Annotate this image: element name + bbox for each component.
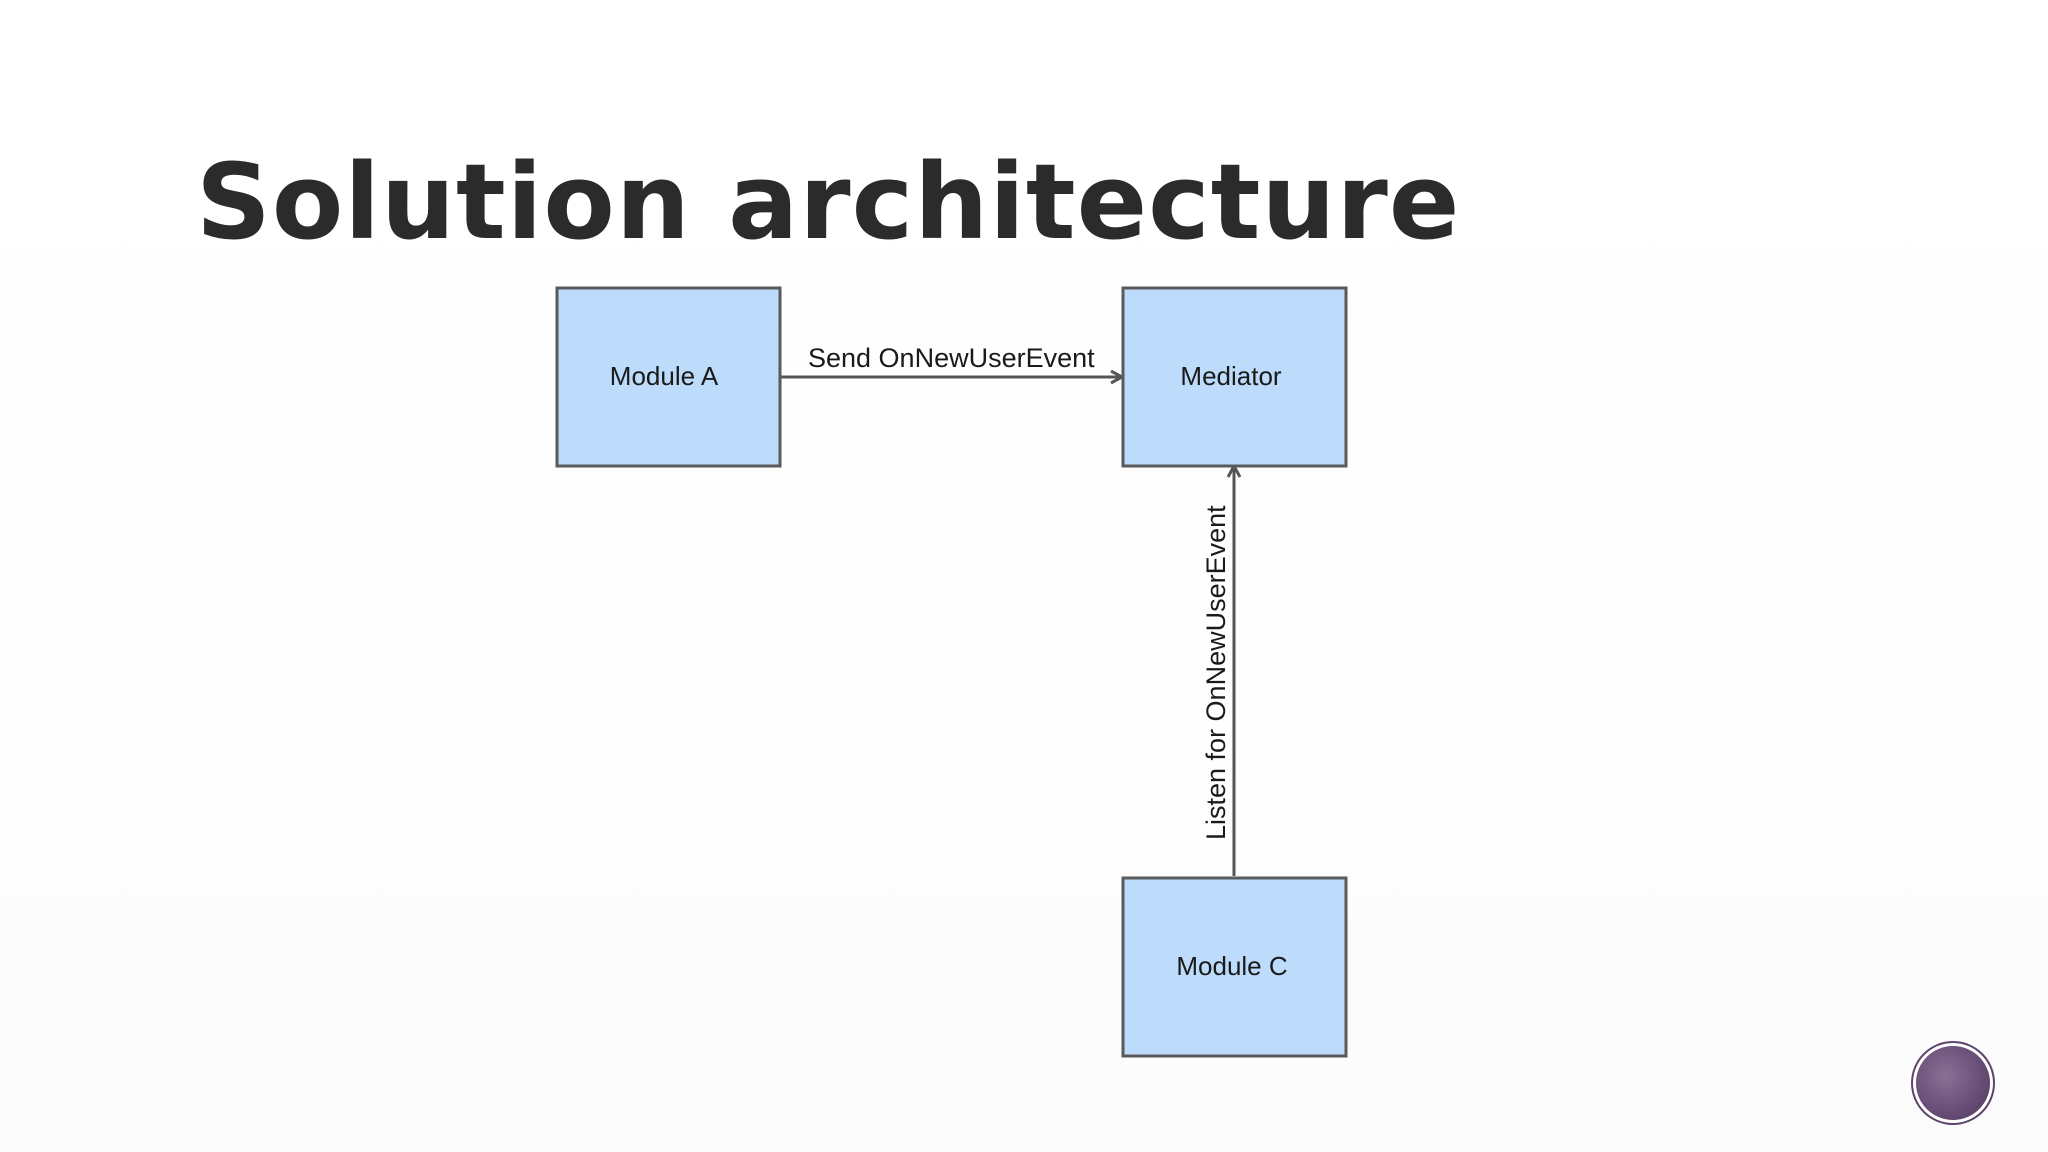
node-mediator: Mediator [1121, 286, 1348, 468]
edge-label-listen: Listen for OnNewUserEvent [1201, 505, 1231, 840]
node-module-c-label: Module C [1176, 951, 1287, 981]
node-mediator-label: Mediator [1180, 361, 1281, 391]
edge-label-send: Send OnNewUserEvent [808, 343, 1095, 373]
slide-title: Solution architecture [196, 141, 1461, 263]
slide-badge-icon [1916, 1046, 1990, 1120]
node-module-a-label: Module A [610, 361, 719, 391]
node-module-c: Module C [1121, 876, 1348, 1058]
node-module-a: Module A [555, 286, 782, 468]
